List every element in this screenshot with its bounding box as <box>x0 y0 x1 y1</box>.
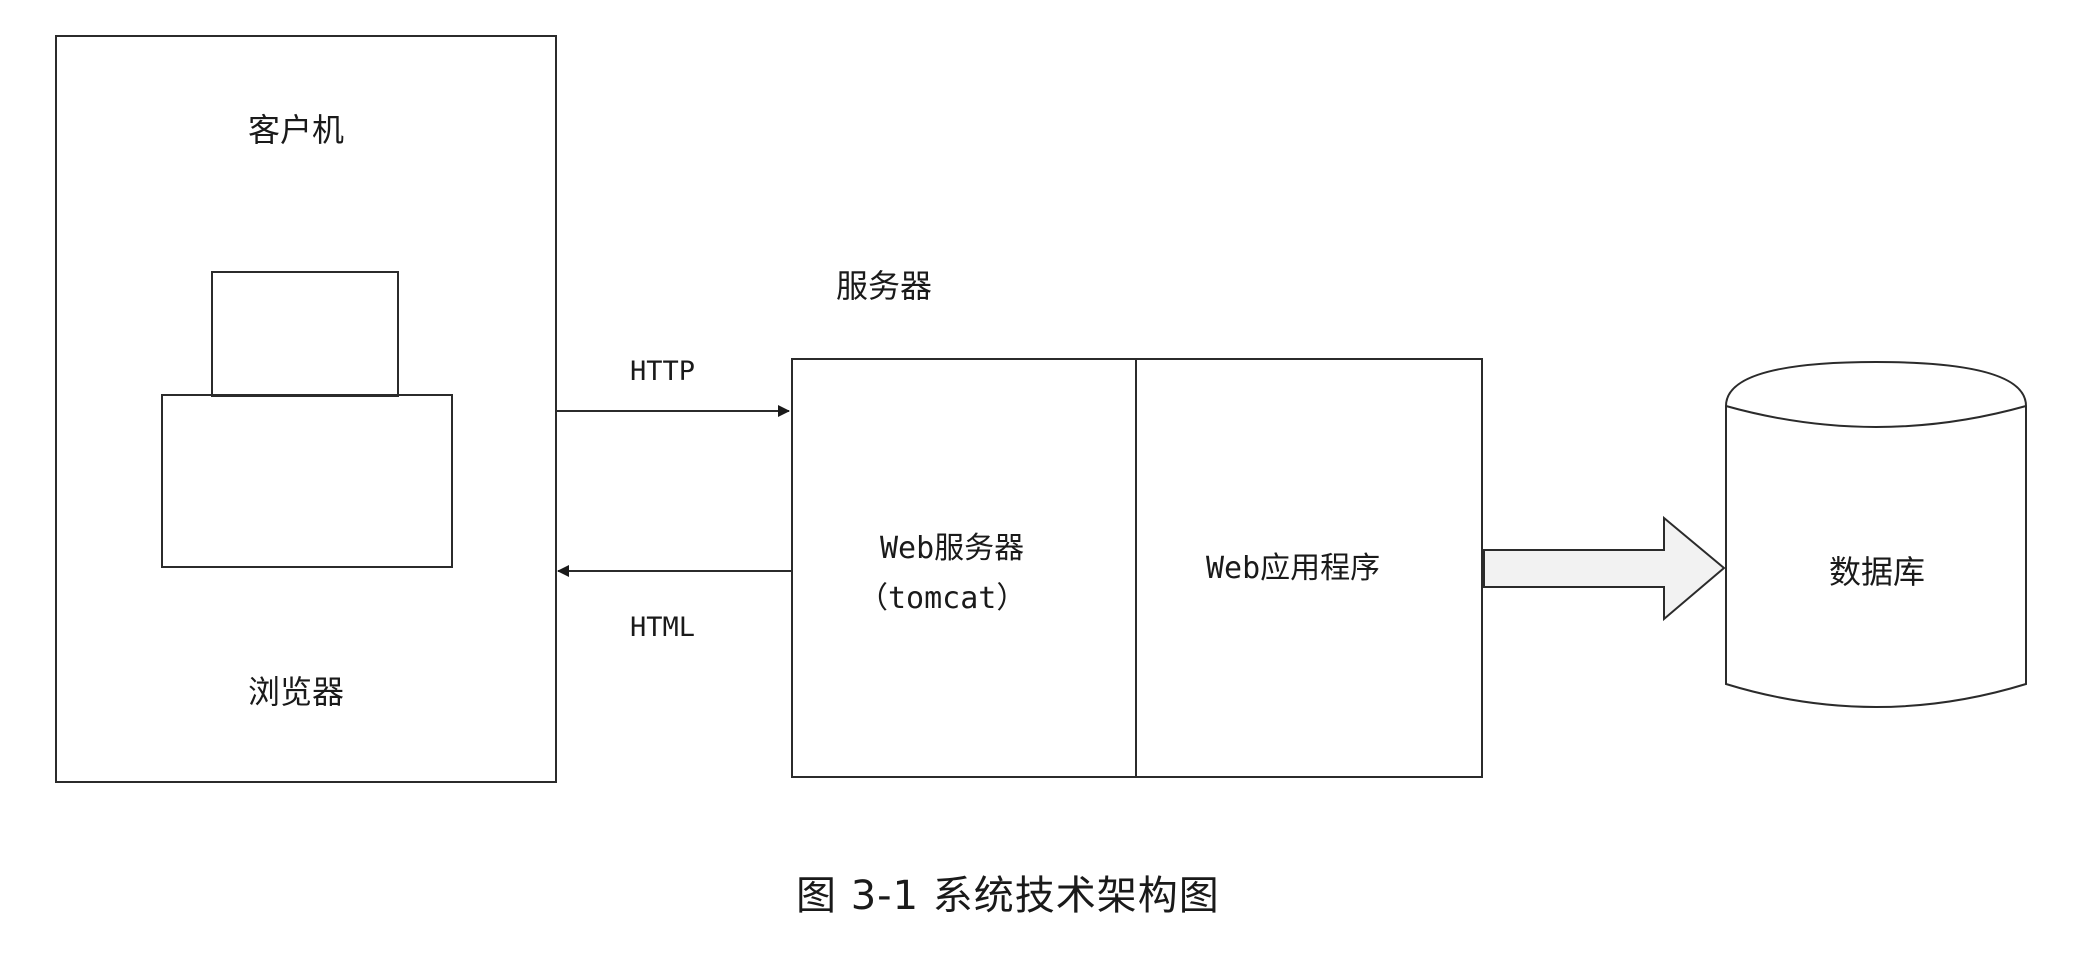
monitor-shape <box>211 271 399 397</box>
computer-icon <box>161 271 453 568</box>
web-server-label: Web服务器 <box>880 531 1025 566</box>
server-title: 服务器 <box>836 267 933 305</box>
computer-base-shape <box>161 394 453 568</box>
client-title: 客户机 <box>248 111 345 149</box>
browser-label: 浏览器 <box>248 673 345 711</box>
web-app-label: Web应用程序 <box>1206 551 1381 586</box>
database-icon <box>1724 360 2028 708</box>
http-label: HTTP <box>630 356 696 387</box>
tomcat-label: （tomcat） <box>858 581 1027 616</box>
client-box <box>55 35 557 783</box>
html-label: HTML <box>630 612 696 643</box>
figure-caption: 图 3-1 系统技术架构图 <box>796 873 1220 919</box>
database-cylinder-top <box>1724 360 2028 428</box>
database-access-arrow <box>1483 515 1726 622</box>
database-label: 数据库 <box>1829 553 1926 591</box>
database-cylinder-body <box>1725 406 2027 708</box>
